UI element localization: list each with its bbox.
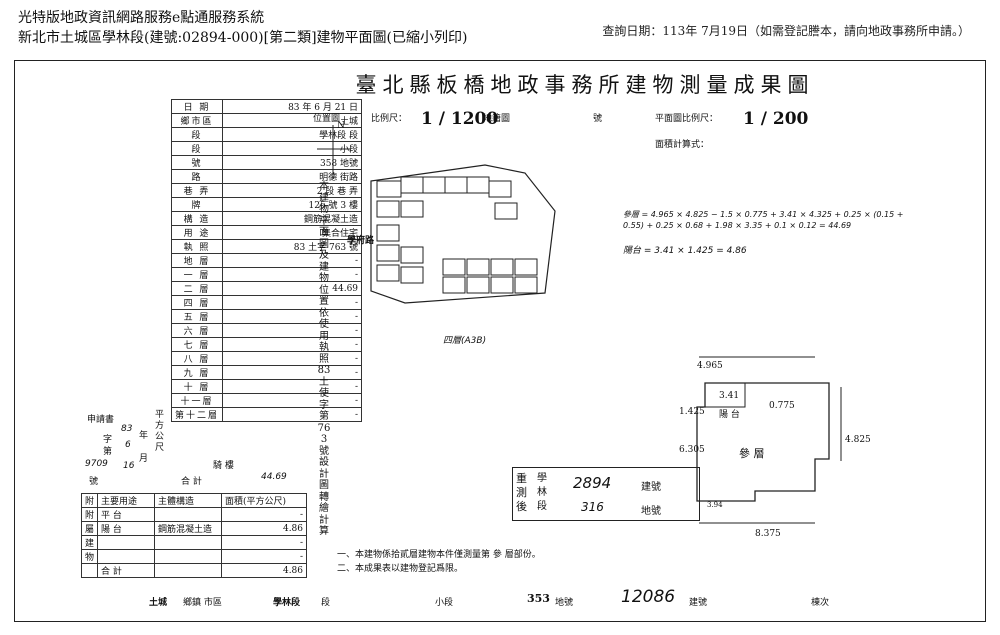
drawing-canvas xyxy=(317,125,842,524)
site-buildings xyxy=(376,176,538,294)
area-calc-label: 面積計算式： xyxy=(655,140,710,150)
location-scale: 1 / 1200 xyxy=(421,109,499,129)
floor-plan-label: 四層(A3B) xyxy=(443,336,487,346)
applicant-di: 第 xyxy=(103,447,113,457)
attached-header-row: 附主要用途主體構造面積(平方公尺) xyxy=(80,493,308,508)
applicant-year: 83 xyxy=(121,424,133,434)
location-map-label: 位置圖 xyxy=(313,114,341,124)
resurvey-stamp: 重測後 學林段 2894 建號 316 地號 xyxy=(512,467,700,521)
dim-1425: 1.425 xyxy=(679,407,705,417)
main-total-label: 合 計 xyxy=(181,477,202,487)
footer-section: 學林段 xyxy=(273,598,301,608)
document-title: 臺北縣板橋地政事務所建物測量成果圖 xyxy=(355,73,815,97)
plan-scale-label: 平面圖比例尺： xyxy=(655,114,719,124)
stamp-label-b: 學林段 xyxy=(537,473,547,512)
vertical-note: 本建物平面圖及建物位置依使用執照83土使字第763號設計圖轉繪計算 xyxy=(317,181,331,537)
note-2: 二、本成果表以建物登記爲限。 xyxy=(337,564,464,574)
square-meter-label: 平方公尺 xyxy=(155,410,165,453)
floor-plan-outline xyxy=(696,382,830,502)
footer-subsection-label: 小段 xyxy=(435,598,454,608)
dim-394: 3.94 xyxy=(707,501,723,509)
note-1: 一、本建物係拾貳層建物本件僅測量第 參 層部份。 xyxy=(337,550,541,560)
applicant-month-unit: 月 xyxy=(139,454,149,464)
applicant-month: 6 xyxy=(125,440,131,450)
footer-land-no: 353 xyxy=(527,592,550,605)
balcony-outline xyxy=(704,382,746,408)
attached-row: 合 計 4.86 xyxy=(80,563,308,578)
footer-land-label: 地號 xyxy=(555,598,574,608)
header-subtitle: 新北市土城區學林段(建號:02894-000)[第二類]建物平面圖(已縮小列印) xyxy=(18,30,468,46)
dim-341: 3.41 xyxy=(719,391,740,401)
dim-top: 4.965 xyxy=(697,361,723,371)
applicant-year-unit: 年 xyxy=(139,431,149,441)
stamp-building-no: 2894 xyxy=(573,474,612,492)
applicant-number: 9709 xyxy=(85,459,108,469)
footer-building-no: 12086 xyxy=(621,587,676,607)
meta-row: 一 層- xyxy=(170,267,363,282)
query-date: 查詢日期：113年 7月19日（如需登記謄本，請向地政事務所申請。） xyxy=(602,24,970,38)
stamp-land-no: 316 xyxy=(581,500,604,514)
meta-row: 段小段 xyxy=(170,141,363,156)
footer-section-label: 段 xyxy=(321,598,331,608)
road-label: 學府路 xyxy=(347,236,375,246)
dim-4825: 4.825 xyxy=(845,435,871,445)
balcony-formula: 陽台 = 3.41 × 1.425 = 4.86 xyxy=(623,246,747,256)
footer-town: 土城 xyxy=(149,598,168,608)
stamp-label-a: 重測後 xyxy=(516,472,527,513)
applicant-zi: 字 xyxy=(103,435,113,445)
meta-row: 第十二層- xyxy=(170,407,363,422)
dim-8375: 8.375 xyxy=(755,529,781,539)
footer-town-sub: 鄉鎮 市區 xyxy=(183,598,222,608)
area-formula: 參層 = 4.965 × 4.825 − 1.5 × 0.775 + 3.41 … xyxy=(623,210,904,230)
main-room-label: 參 層 xyxy=(739,447,765,460)
header-title: 光特版地政資訊網路服務e點通服務系統 xyxy=(18,10,265,26)
site-boundary xyxy=(370,164,556,304)
meta-value: - xyxy=(222,407,363,422)
scale-label: 比例尺： xyxy=(371,114,408,124)
balcony-room-label: 陽 台 xyxy=(719,410,740,420)
meta-row: 七 層- xyxy=(170,337,363,352)
meta-row: 地 層- xyxy=(170,253,363,268)
footer-building-label: 建號 xyxy=(689,598,708,608)
meta-row: 五 層- xyxy=(170,309,363,324)
land-map-label: 地籍圖 xyxy=(483,114,511,124)
applicant-hao: 號 xyxy=(89,477,99,487)
arcade-label: 騎 樓 xyxy=(213,461,234,471)
applicant-block: 申請書 83 年 字 6 第 月 9709 16 號 平方公尺 騎 樓 合 計 … xyxy=(81,406,287,534)
meta-row: 路明德 街路 xyxy=(170,169,363,184)
main-total-value: 44.69 xyxy=(261,472,287,482)
stamp-land-unit: 地號 xyxy=(641,506,661,517)
dim-0775: 0.775 xyxy=(769,401,795,411)
attached-row: 建- xyxy=(80,535,308,550)
attached-side-cell xyxy=(80,563,99,578)
plan-scale: 1 / 200 xyxy=(743,109,809,129)
north-label: N xyxy=(337,121,345,131)
attached-area: 4.86 xyxy=(221,563,308,578)
page-header: 光特版地政資訊網路服務e點通服務系統 新北市土城區學林段(建號:02894-00… xyxy=(18,8,467,48)
stamp-building-unit: 建號 xyxy=(641,482,661,493)
meta-label: 第十二層 xyxy=(170,407,224,422)
meta-row: 八 層- xyxy=(170,351,363,366)
attached-use: 合 計 xyxy=(97,563,156,578)
applicant-day: 16 xyxy=(123,461,135,471)
applicant-label: 申請書 xyxy=(87,415,115,425)
meta-row: 用 途集合住宅 xyxy=(170,225,363,240)
footer-part-label: 棟次 xyxy=(811,598,830,608)
dim-6305: 6.305 xyxy=(679,445,705,455)
meta-row: 六 層- xyxy=(170,323,363,338)
hao-label: 號 xyxy=(593,114,603,124)
